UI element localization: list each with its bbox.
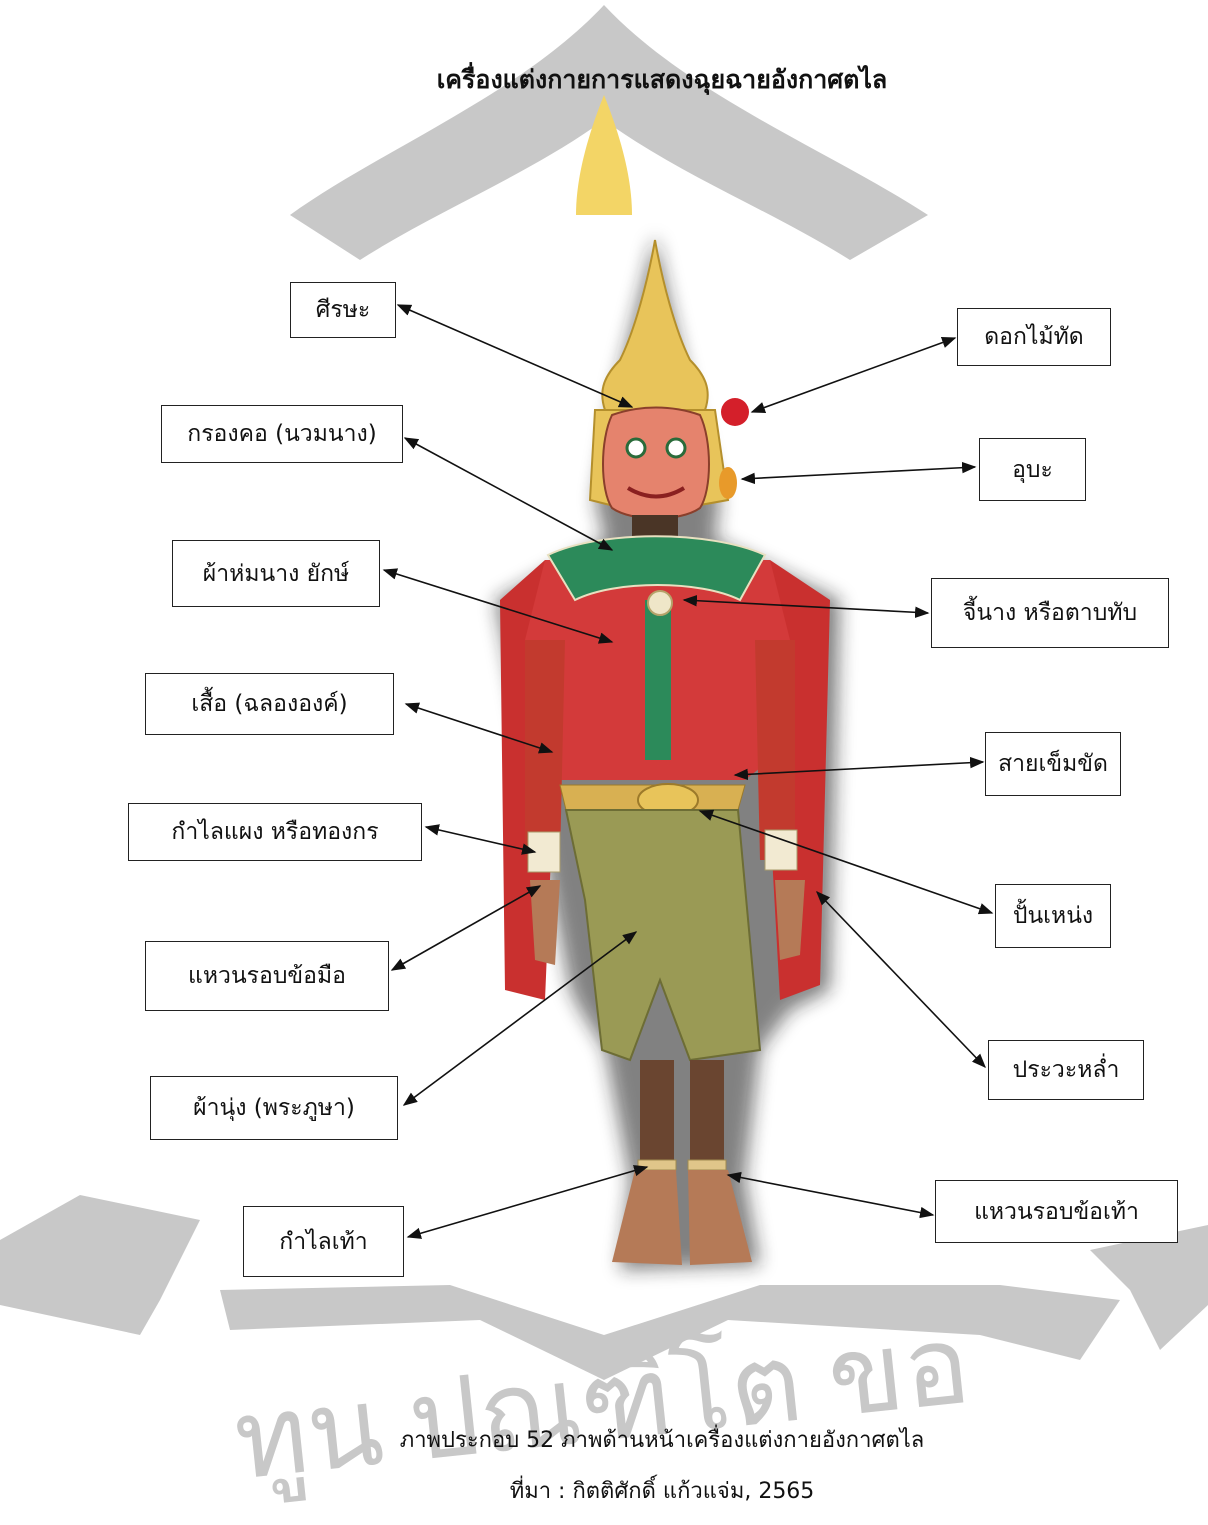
- arrow-uba: [742, 467, 975, 479]
- crown: [602, 240, 707, 410]
- label-chinang: จี้นาง หรือตาบทับ: [931, 578, 1169, 648]
- mask-eye-right: [667, 439, 685, 457]
- mask-face: [603, 408, 709, 519]
- label-suea: เสื้อ (ฉลององค์): [145, 673, 394, 735]
- figure-caption: ภาพประกอบ 52 ภาพด้านหน้าเครื่องแต่งกายอั…: [0, 1422, 1208, 1457]
- label-krongkho: กรองคอ (นวมนาง): [161, 405, 403, 463]
- anklet-right: [688, 1160, 726, 1170]
- label-dokmaithat: ดอกไม้ทัด: [957, 308, 1111, 366]
- label-phanung: ผ้านุ่ง (พระภูษา): [150, 1076, 398, 1140]
- sleeve-right: [755, 640, 795, 860]
- chest-pendant: [648, 591, 672, 615]
- ear-pendants: [719, 467, 737, 499]
- arrow-kamlaitao: [408, 1167, 647, 1237]
- figure-source: ที่มา : กิตติศักดิ์ แก้วแจ่ม, 2565: [0, 1473, 1208, 1508]
- label-sirasa: ศีรษะ: [290, 282, 396, 338]
- label-waenkhomue: แหวนรอบข้อมือ: [145, 941, 389, 1011]
- label-prawalam: ประวะหล่ำ: [988, 1040, 1144, 1100]
- label-kamlaiphaeng: กำไลแผง หรือทองกร: [128, 803, 422, 861]
- leg-right: [690, 1060, 724, 1170]
- mask-eye-left: [627, 439, 645, 457]
- leg-left: [640, 1060, 674, 1170]
- label-waenkhotao: แหวนรอบข้อเท้า: [935, 1180, 1178, 1243]
- arrow-krongkho: [405, 438, 612, 550]
- foot-left: [612, 1170, 682, 1265]
- arrow-waenkhotao: [728, 1175, 933, 1215]
- label-uba: อุบะ: [979, 438, 1086, 501]
- label-kamlaitao: กำไลเท้า: [243, 1206, 404, 1277]
- chest-panel: [645, 600, 671, 760]
- label-pannaeng: ปั้นเหน่ง: [995, 884, 1111, 948]
- arrow-prawalam: [817, 892, 985, 1067]
- arrow-sirasa: [398, 305, 632, 407]
- label-saikhemkhat: สายเข็มขัด: [985, 732, 1121, 796]
- ear-flower: [721, 398, 749, 426]
- arrow-dokmaithat: [752, 338, 955, 412]
- label-phahomnang: ผ้าห่มนาง ยักษ์: [172, 540, 380, 607]
